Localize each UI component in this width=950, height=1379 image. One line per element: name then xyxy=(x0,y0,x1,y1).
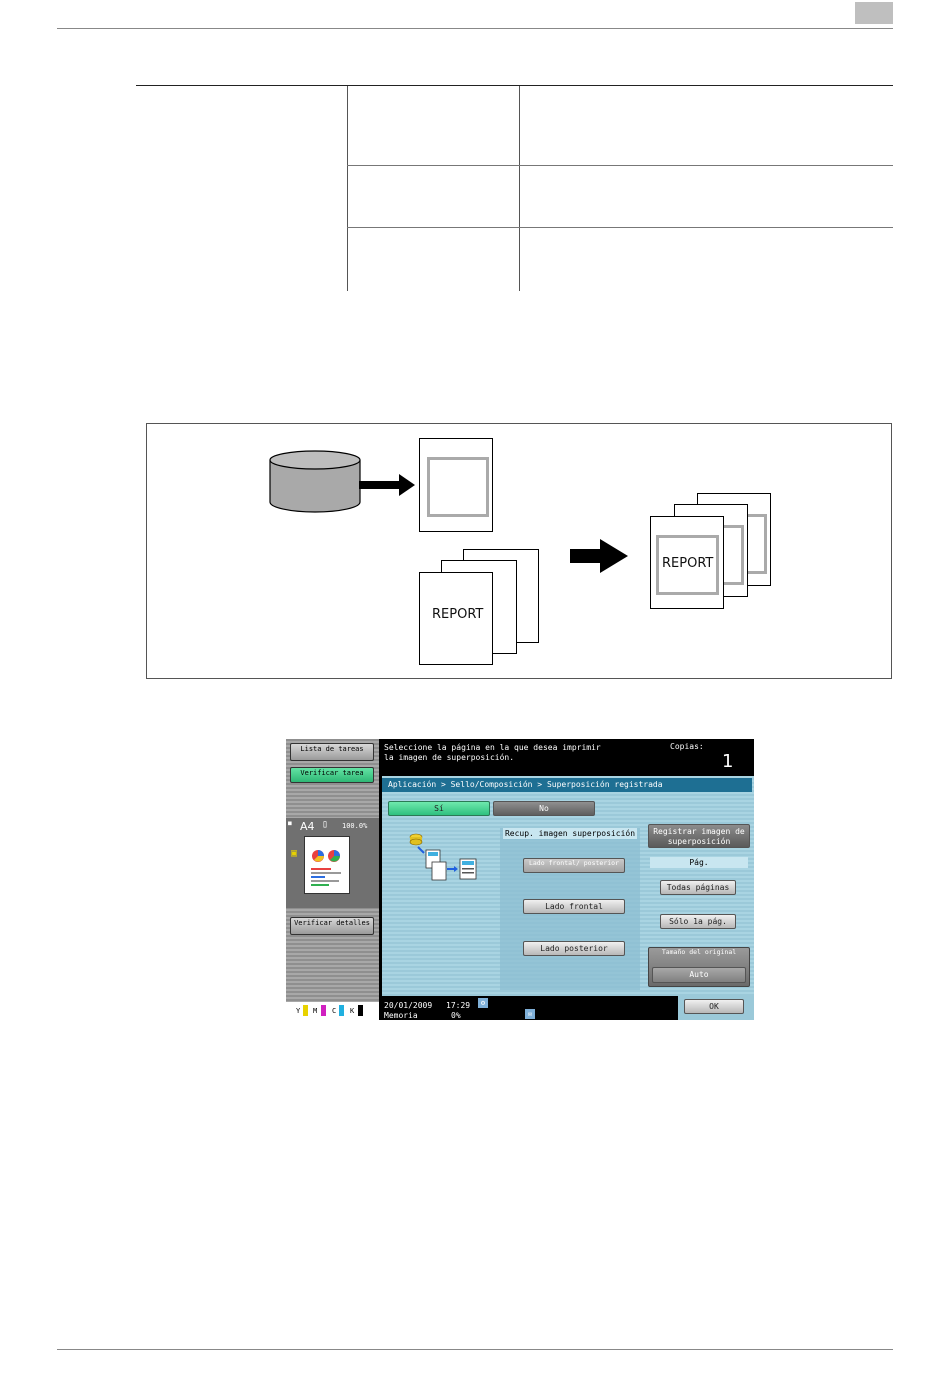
toner-c-bar xyxy=(339,1005,344,1016)
zoom-ratio: 100.0% xyxy=(342,822,368,830)
report-label: REPORT xyxy=(432,607,484,622)
all-pages-button[interactable]: Todas páginas xyxy=(660,880,736,895)
footer-rule xyxy=(57,1349,893,1350)
page-label: Pág. xyxy=(689,858,709,867)
pie-chart-icon xyxy=(311,850,341,886)
first-page-only-button[interactable]: Sólo 1a pág. xyxy=(660,914,736,929)
report-stack-front: REPORT xyxy=(419,572,493,665)
front-side-button[interactable]: Lado frontal xyxy=(523,899,625,914)
recall-header: Recup. imagen superposición xyxy=(503,828,637,839)
toner-m-bar xyxy=(321,1005,326,1016)
orientation-icon: ▯ xyxy=(322,819,329,830)
ok-area: OK xyxy=(678,996,754,1020)
overlay-image-sheet xyxy=(419,438,493,532)
breadcrumb-bar: Aplicación > Sello/Composición > Superpo… xyxy=(382,778,752,792)
table-col-divider-2 xyxy=(519,86,520,291)
memory-label: Memoria xyxy=(384,1011,418,1020)
instruction-line-1: Seleccione la página en la que desea imp… xyxy=(384,743,601,752)
overlay-illustration: REPORT REPORT xyxy=(146,423,892,679)
register-overlay-button[interactable]: Registrar imagen de superposición xyxy=(648,824,750,848)
overlay-function-icon xyxy=(409,833,477,881)
toner-k-bar xyxy=(358,1005,363,1016)
toner-m-label: M xyxy=(313,1007,318,1015)
memory-value: 0% xyxy=(451,1011,461,1020)
auto-size-button[interactable]: Auto xyxy=(652,967,746,983)
overlay-frame xyxy=(427,457,489,517)
control-panel-screen: Lista de tareas Verificar tarea ■ A4 ▯ 1… xyxy=(286,739,754,1020)
left-sidebar: Lista de tareas Verificar tarea ■ A4 ▯ 1… xyxy=(286,739,379,1020)
arrow-right-icon xyxy=(359,474,415,496)
header-rule xyxy=(57,28,893,29)
table-row-rule-1 xyxy=(347,165,893,166)
table-row-rule-2 xyxy=(347,227,893,228)
network-icon: ⚙ xyxy=(478,998,488,1008)
paper-size: A4 xyxy=(300,820,315,833)
copies-value: 1 xyxy=(722,751,734,772)
toner-c-label: C xyxy=(332,1007,337,1015)
copies-label: Copias: xyxy=(670,742,704,751)
copy-mode-icon: ▣ xyxy=(291,848,298,859)
toner-y-label: Y xyxy=(296,1007,301,1015)
job-list-button[interactable]: Lista de tareas xyxy=(290,743,374,761)
table-top-rule xyxy=(136,85,893,86)
original-size-label: Tamaño del original xyxy=(661,948,737,956)
date: 20/01/2009 xyxy=(384,1001,433,1010)
page-label-box: Pág. xyxy=(650,857,748,868)
status-icon: ✉ xyxy=(525,1009,535,1019)
table-col-divider-1 xyxy=(347,86,348,291)
yes-button[interactable]: Sí xyxy=(388,801,490,816)
toner-indicator: Y M C K xyxy=(286,1002,379,1020)
recall-group: Recup. imagen superposición Lado frontal… xyxy=(500,828,640,990)
result-report-label: REPORT xyxy=(662,556,714,571)
verify-details-button[interactable]: Verificar detalles xyxy=(290,917,374,935)
arrow-right-big-icon xyxy=(570,539,628,573)
preview-page-icon xyxy=(304,836,350,894)
toner-y-bar xyxy=(303,1005,308,1016)
no-button[interactable]: No xyxy=(493,801,595,816)
hdd-icon xyxy=(269,450,361,513)
result-stack-front: REPORT xyxy=(650,516,724,609)
ok-button[interactable]: OK xyxy=(684,999,744,1014)
tray-marker: ■ xyxy=(288,820,292,827)
instruction-line-2: la imagen de superposición. xyxy=(384,753,515,762)
verify-job-button[interactable]: Verificar tarea xyxy=(290,767,374,783)
result-frame-front xyxy=(656,535,719,595)
original-size-box: Tamaño del original Auto xyxy=(648,947,750,987)
recall-header-text: Recup. imagen superposición xyxy=(504,829,636,838)
paper-status-box: ■ A4 ▯ 100.0% ▣ xyxy=(286,818,379,908)
breadcrumb: Aplicación > Sello/Composición > Superpo… xyxy=(388,780,663,789)
front-back-button[interactable]: Lado frontal/ posterior xyxy=(523,858,625,873)
toner-k-label: K xyxy=(350,1007,355,1015)
page-tab-marker xyxy=(855,2,893,24)
main-area: Aplicación > Sello/Composición > Superpo… xyxy=(382,776,754,996)
back-side-button[interactable]: Lado posterior xyxy=(523,941,625,956)
time: 17:29 xyxy=(446,1001,471,1010)
